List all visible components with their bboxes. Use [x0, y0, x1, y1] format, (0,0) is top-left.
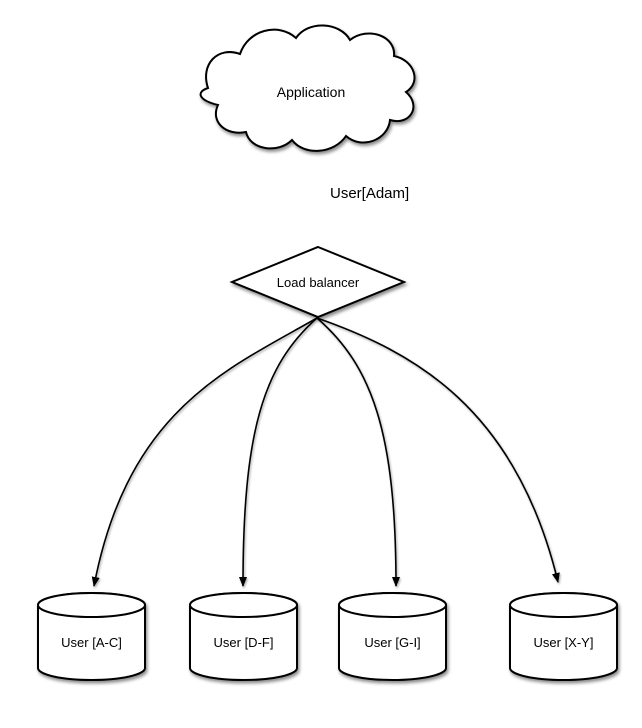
- lb-to-shard1-arrow: [91, 317, 318, 587]
- application-label: Application: [277, 84, 346, 100]
- database-label-4: User [X-Y]: [534, 635, 594, 650]
- load-balancer-shape: [229, 245, 407, 319]
- database-label-2: User [D-F]: [214, 635, 274, 650]
- database-cylinder-3-top: [338, 592, 447, 618]
- cloud-shape: [199, 24, 416, 152]
- edge-label-user-adam: User[Adam]: [330, 185, 409, 202]
- lb-to-shard2-arrow: [239, 317, 318, 587]
- database-label-1: User [A-C]: [61, 635, 122, 650]
- database-cylinder-1-top: [37, 592, 146, 618]
- database-cylinder-4-top: [509, 592, 618, 618]
- database-cylinder-2-top: [189, 592, 298, 618]
- load-balancer-label: Load balancer: [277, 275, 360, 290]
- lb-to-shard3-arrow: [316, 317, 400, 587]
- lb-to-shard4-arrow: [316, 317, 560, 583]
- database-label-3: User [G-I]: [364, 635, 420, 650]
